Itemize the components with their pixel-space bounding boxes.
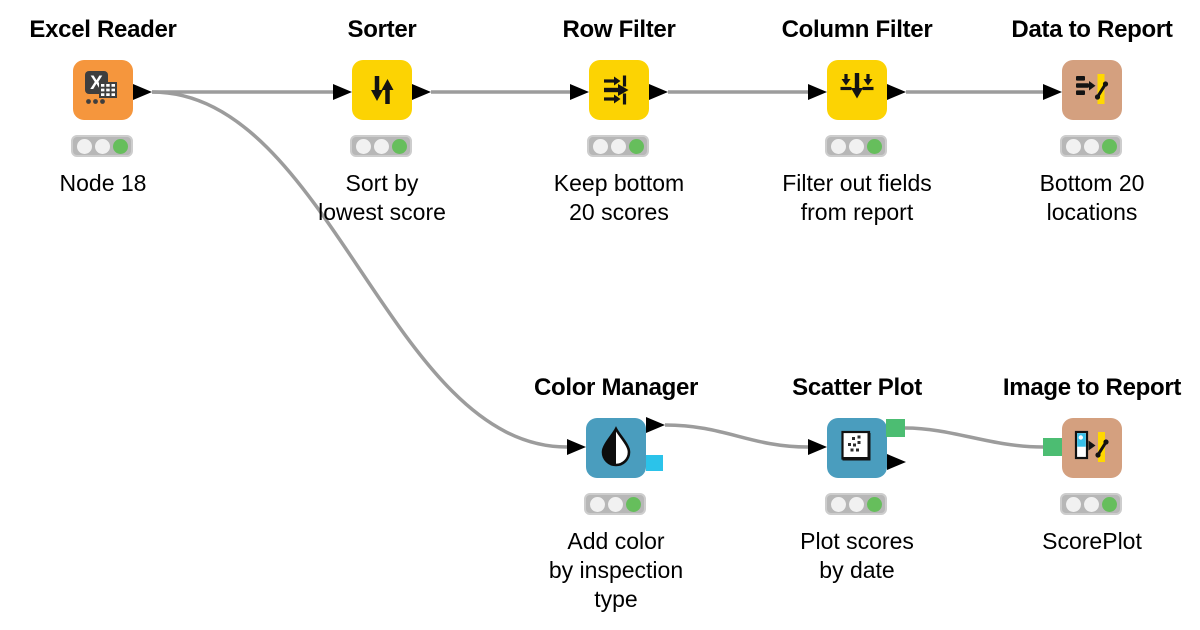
status-dot-executed	[628, 138, 644, 154]
data-out-port[interactable]	[887, 453, 906, 470]
node-title: Excel Reader	[29, 16, 177, 43]
status-dot-idle	[589, 496, 605, 512]
data-out-port[interactable]	[646, 416, 665, 433]
sorter-icon	[371, 76, 394, 104]
status-dot-configured	[1083, 496, 1099, 512]
node-annotation: ScorePlot	[1042, 528, 1142, 554]
data-out-port[interactable]	[649, 83, 668, 100]
wire-excel-reader-to-color-manager[interactable]	[151, 90, 568, 449]
data-in-port[interactable]	[1043, 83, 1062, 100]
row-filter-icon	[604, 75, 629, 105]
status-dot-idle	[355, 138, 371, 154]
status-dot-configured	[1083, 138, 1099, 154]
node-image-to-report: Image to Report ScorePlot	[1003, 374, 1181, 554]
node-sorter: Sorter Sort by lowest score	[318, 16, 446, 225]
wire-scatter-plot-to-image-to-report[interactable]	[904, 426, 1044, 449]
node-excel-reader: Excel Reader X Node 18	[29, 16, 176, 196]
status-traffic-light	[587, 135, 649, 157]
status-dot-idle	[830, 138, 846, 154]
data-out-port[interactable]	[412, 83, 431, 100]
data-in-port[interactable]	[570, 83, 589, 100]
status-traffic-light	[1060, 493, 1122, 515]
status-dot-executed	[1101, 138, 1117, 154]
node-annotation: Plot scores by date	[800, 528, 914, 583]
status-traffic-light	[350, 135, 412, 157]
status-dot-idle	[830, 496, 846, 512]
node-body[interactable]	[589, 60, 649, 120]
node-title: Image to Report	[1002, 374, 1182, 401]
data-in-port[interactable]	[808, 83, 827, 100]
node-annotation: Add color by inspection type	[548, 528, 684, 612]
node-body[interactable]: X	[73, 60, 133, 120]
node-title: Column Filter	[781, 16, 933, 43]
image-out-port[interactable]	[886, 419, 905, 437]
status-traffic-light	[71, 135, 133, 157]
status-dot-configured	[373, 138, 389, 154]
status-dot-configured	[848, 138, 864, 154]
node-annotation: Keep bottom 20 scores	[553, 170, 685, 225]
status-traffic-light	[584, 493, 646, 515]
status-dot-configured	[94, 138, 110, 154]
node-annotation: Bottom 20 locations	[1039, 170, 1145, 225]
status-dot-executed	[625, 496, 641, 512]
status-dot-executed	[866, 496, 882, 512]
node-body[interactable]	[827, 60, 887, 120]
node-row-filter: Row Filter Keep bottom 20	[554, 16, 684, 225]
status-dot-executed	[866, 138, 882, 154]
data-out-port[interactable]	[887, 83, 906, 100]
node-body[interactable]	[352, 60, 412, 120]
status-dot-configured	[610, 138, 626, 154]
status-dot-idle	[1065, 138, 1081, 154]
status-traffic-light	[1060, 135, 1122, 157]
color-manager-icon	[601, 426, 631, 467]
node-scatter-plot: Scatter Plot	[792, 374, 922, 583]
wire-color-manager-to-scatter-plot[interactable]	[664, 423, 809, 449]
node-color-manager: Color Manager Add color by inspection ty…	[534, 374, 698, 612]
color-model-out-port[interactable]	[646, 455, 663, 471]
node-body[interactable]	[827, 418, 887, 478]
data-in-port[interactable]	[567, 438, 586, 455]
node-title: Sorter	[347, 16, 417, 43]
status-traffic-light	[825, 493, 887, 515]
data-in-port[interactable]	[333, 83, 352, 100]
status-dot-executed	[112, 138, 128, 154]
node-body[interactable]	[586, 418, 646, 478]
status-dot-idle	[76, 138, 92, 154]
status-dot-executed	[1101, 496, 1117, 512]
data-to-report-icon	[1076, 74, 1109, 104]
node-title: Scatter Plot	[792, 374, 922, 401]
node-data-to-report: Data to Report Bottom 20 locations	[1011, 16, 1172, 225]
status-dot-configured	[848, 496, 864, 512]
status-dot-configured	[607, 496, 623, 512]
node-title: Color Manager	[533, 374, 699, 401]
status-dot-idle	[1065, 496, 1081, 512]
image-to-report-icon	[1074, 430, 1109, 462]
data-out-port[interactable]	[133, 83, 152, 100]
node-title: Data to Report	[1011, 16, 1173, 43]
scatter-plot-icon	[841, 430, 871, 461]
excel-reader-icon: X	[85, 71, 117, 104]
column-filter-icon	[840, 73, 874, 99]
data-in-port[interactable]	[808, 438, 827, 455]
node-body[interactable]	[1062, 60, 1122, 120]
node-annotation: Node 18	[59, 170, 147, 196]
node-annotation: Filter out fields from report	[782, 170, 932, 225]
status-traffic-light	[825, 135, 887, 157]
status-dot-executed	[391, 138, 407, 154]
image-in-port[interactable]	[1043, 438, 1062, 456]
node-column-filter: Column Filter Filter out	[782, 16, 933, 225]
node-annotation: Sort by lowest score	[318, 170, 446, 225]
node-body[interactable]	[1062, 418, 1122, 478]
status-dot-idle	[592, 138, 608, 154]
node-title: Row Filter	[562, 16, 676, 43]
